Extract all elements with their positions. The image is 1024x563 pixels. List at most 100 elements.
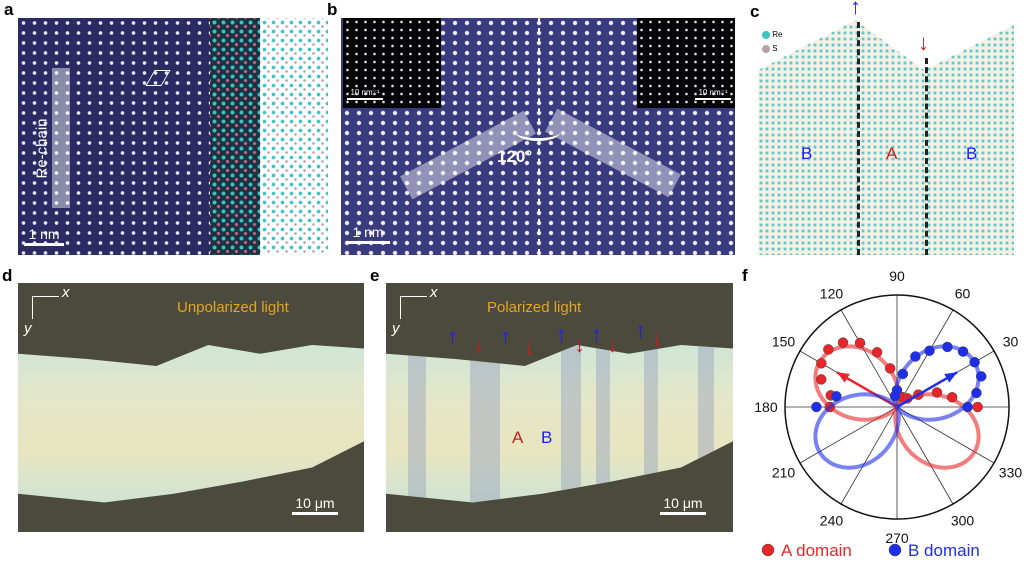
- legend-marker: [761, 543, 775, 557]
- panel-label-a: a: [4, 0, 14, 19]
- angle-tick-label: 120: [820, 286, 844, 302]
- x-axis-label: x: [62, 284, 70, 301]
- scale-label: 10 μm: [663, 495, 703, 511]
- optical-image-e: [386, 283, 733, 532]
- domain-label-a: A: [512, 428, 524, 447]
- panel-label-c: c: [750, 2, 760, 21]
- angle-tick-label: 150: [772, 333, 796, 349]
- arrow-down-icon: ↓: [607, 332, 618, 357]
- angle-tick-label: 300: [951, 512, 975, 528]
- fft-inset-left: 10 nm⁻¹: [343, 18, 441, 108]
- data-point: [884, 363, 896, 374]
- polar-chart: 0306090120150180210240270300330A domainB…: [754, 270, 1023, 560]
- data-point: [969, 356, 980, 368]
- domain-label-b: B: [801, 144, 813, 163]
- legend-re: Re: [762, 28, 782, 42]
- arrow-down-icon: ↓: [473, 332, 484, 357]
- arrow-down-icon: ↓: [652, 326, 663, 351]
- arrowhead-icon: [836, 372, 850, 383]
- arrow-up-icon: ↑: [556, 322, 567, 347]
- arrow-down-icon: ↓: [574, 332, 585, 357]
- scale-bar-d: 10 μm: [292, 495, 338, 515]
- illumination-label: Polarized light: [487, 299, 582, 316]
- angle-tick-label: 330: [999, 465, 1023, 481]
- scale-bar-a: 1 nm: [24, 226, 64, 246]
- arrow-up-icon: ↑: [635, 318, 646, 343]
- spoke: [840, 309, 898, 408]
- data-point: [871, 347, 883, 358]
- panel-label-b: b: [327, 0, 338, 19]
- panel-label-e: e: [370, 266, 380, 285]
- domain-label-b: B: [541, 428, 553, 447]
- legend-label: A domain: [781, 541, 852, 560]
- domain-wall-2: [925, 58, 928, 255]
- spoke: [840, 406, 898, 505]
- data-point: [837, 337, 849, 348]
- angle-tick-label: 270: [885, 530, 909, 546]
- data-point: [889, 390, 901, 402]
- panel-label-f: f: [742, 266, 748, 285]
- arrow-up-icon: ↑: [850, 0, 861, 19]
- spoke: [896, 406, 954, 505]
- angle-label: 120°: [497, 147, 533, 166]
- data-point: [823, 344, 834, 355]
- flake: [386, 345, 733, 503]
- data-point: [942, 341, 953, 353]
- stem-image-a: [18, 18, 210, 255]
- flake: [18, 345, 364, 503]
- data-point: [815, 374, 827, 385]
- panel-label-d: d: [2, 266, 13, 285]
- data-point: [816, 358, 827, 369]
- data-point: [971, 387, 982, 399]
- arrow-up-icon: ↑: [591, 322, 602, 347]
- scale-label: 1 nm: [28, 226, 60, 242]
- domain-wall-1: [857, 22, 860, 255]
- data-point: [924, 345, 935, 356]
- data-point: [897, 368, 909, 380]
- arrow-up-icon: ↑: [447, 324, 458, 349]
- data-point: [972, 401, 983, 413]
- legend-label: B domain: [908, 541, 980, 560]
- optical-image-d: [18, 283, 364, 532]
- y-axis-label: y: [24, 320, 32, 337]
- data-point: [962, 401, 973, 413]
- data-point: [957, 346, 969, 357]
- re-chain-highlight: [52, 68, 70, 208]
- data-point: [910, 351, 921, 362]
- data-point: [946, 392, 958, 403]
- angle-tick-label: 240: [820, 512, 844, 528]
- domain-label-a: A: [886, 144, 898, 163]
- arrow-down-icon: ↓: [918, 30, 929, 55]
- data-point: [931, 387, 943, 398]
- inset-scale-label: 10 nm⁻¹: [698, 88, 728, 97]
- data-point: [975, 371, 987, 382]
- scale-bar-b: 1 nm: [346, 224, 390, 244]
- arrow-down-icon: ↓: [524, 334, 535, 359]
- angle-tick-label: 210: [772, 465, 796, 481]
- scale-label: 10 μm: [295, 495, 335, 511]
- inset-scale-label: 10 nm⁻¹: [350, 88, 380, 97]
- re-chain-label: Re-chain: [33, 118, 51, 179]
- legend-label: Re: [772, 30, 783, 39]
- data-point: [831, 391, 842, 402]
- domain-label-b: B: [966, 144, 978, 163]
- data-point: [811, 401, 822, 413]
- angle-tick-label: 30: [1003, 333, 1019, 349]
- data-point: [854, 337, 866, 349]
- angle-tick-label: 180: [754, 399, 778, 415]
- arrowhead-icon: [944, 372, 958, 383]
- atomic-overlay-a: [210, 18, 260, 255]
- atom-legend: Re S: [762, 28, 782, 56]
- fft-inset-right: 10 nm⁻¹: [637, 18, 735, 108]
- spoke: [896, 309, 954, 408]
- polar-frame: [784, 294, 1010, 520]
- angle-arc: [516, 124, 560, 141]
- angle-tick-label: 60: [955, 286, 971, 302]
- legend-s: S: [762, 42, 782, 56]
- crystal-model: [758, 20, 1014, 255]
- legend-label: S: [772, 44, 778, 53]
- scale-label: 1 nm: [352, 224, 384, 240]
- arrow-up-icon: ↑: [500, 324, 511, 349]
- y-axis-label: y: [392, 320, 400, 337]
- illumination-label: Unpolarized light: [177, 299, 289, 316]
